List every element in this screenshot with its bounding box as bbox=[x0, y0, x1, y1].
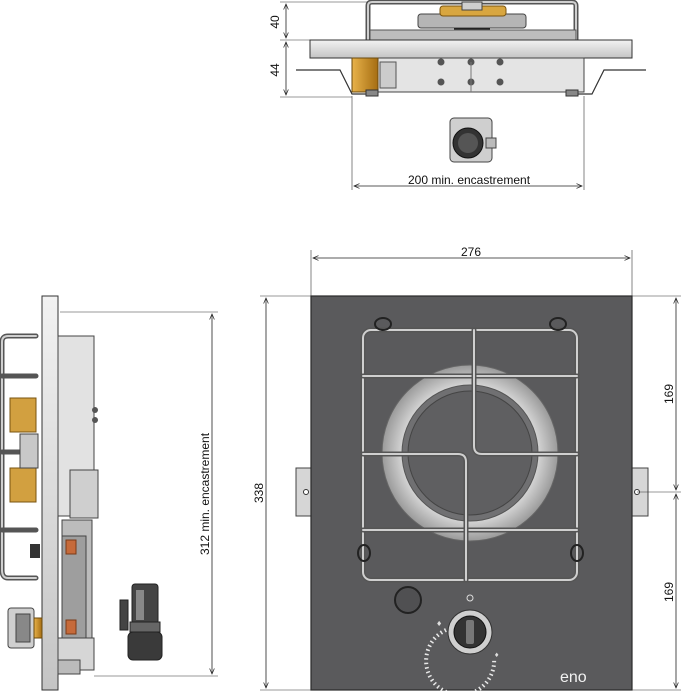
flame-small-icon: ♦ bbox=[494, 652, 499, 659]
pan-support-grate bbox=[357, 317, 584, 583]
dimension-half-heights: 169 169 bbox=[632, 295, 681, 691]
gas-connector-part bbox=[119, 583, 163, 661]
top-height-label: 40 bbox=[268, 15, 282, 29]
dimension-top-height: 40 44 bbox=[268, 1, 368, 98]
brand-logo: eno bbox=[560, 669, 587, 686]
upper-half-label: 169 bbox=[662, 384, 676, 404]
dimension-plate-height: 338 bbox=[252, 295, 311, 691]
plate-width-label: 276 bbox=[461, 245, 481, 259]
side-depth-label: 312 min. encastrement bbox=[198, 432, 212, 555]
side-width-label: 200 min. encastrement bbox=[408, 173, 531, 187]
front-elevation-view bbox=[296, 0, 646, 163]
side-elevation-view bbox=[0, 295, 99, 691]
control-knob[interactable]: ♦ ♦ bbox=[424, 594, 499, 691]
dimension-plate-width: 276 bbox=[310, 245, 633, 296]
plan-view: ♦ ♦ eno bbox=[295, 295, 649, 691]
lower-half-label: 169 bbox=[662, 582, 676, 602]
ignition-button[interactable] bbox=[394, 586, 422, 614]
dimension-side-depth: 312 min. encastrement bbox=[60, 311, 218, 677]
base-height-label: 44 bbox=[268, 63, 282, 77]
plate-height-label: 338 bbox=[252, 483, 266, 503]
flame-large-icon: ♦ bbox=[436, 620, 442, 628]
dimension-side-width: 200 min. encastrement bbox=[351, 96, 585, 190]
